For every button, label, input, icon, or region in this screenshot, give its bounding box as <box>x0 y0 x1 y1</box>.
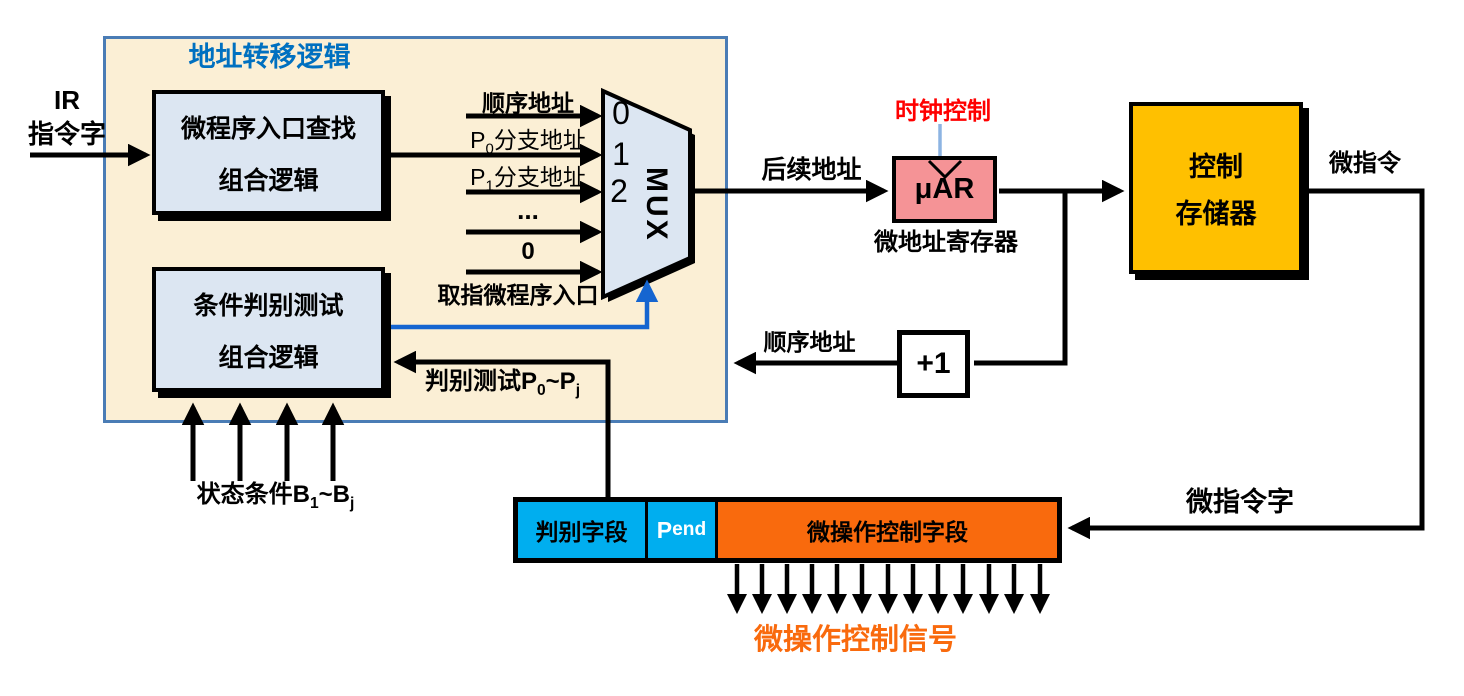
test-prefix: 判别测试P <box>424 368 537 395</box>
entry-lookup-box: 微程序入口查找 组合逻辑 <box>152 90 385 215</box>
mux-input-dots-label: ... <box>517 195 539 225</box>
condition-test-line1: 条件判别测试 <box>193 291 344 320</box>
clock-control-label: 时钟控制 <box>895 98 991 125</box>
status-condition-label: 状态条件B1~Bj <box>168 481 383 513</box>
p0-prefix: P <box>470 127 486 153</box>
micro-instruction-label: 微指令 <box>1329 150 1401 177</box>
test-signals-label: 判别测试P0~Pj <box>405 368 600 400</box>
p1-prefix: P <box>470 164 486 190</box>
status-sub1: 1 <box>309 494 319 512</box>
pend-main: P <box>656 516 673 543</box>
test-field: 判别字段 <box>518 502 645 558</box>
test-mid: ~P <box>545 368 576 395</box>
mux-port-1: 1 <box>612 136 630 172</box>
container-title: 地址转移逻辑 <box>188 42 351 72</box>
control-signals-label: 微操作控制信号 <box>753 624 957 656</box>
p1-sub: 1 <box>485 177 494 195</box>
status-mid: ~B <box>318 481 351 508</box>
uar-register: μAR <box>892 156 997 223</box>
clock-notch-icon <box>927 159 962 180</box>
entry-lookup-line2: 组合逻辑 <box>218 166 319 195</box>
mux-fetch-entry-label: 取指微程序入口 <box>437 282 599 308</box>
mux-input-p0-label: P0分支地址 <box>450 127 606 158</box>
mux-label: MUX <box>640 167 673 243</box>
control-signal-arrows <box>726 564 1051 615</box>
p1-rest: 分支地址 <box>493 164 586 190</box>
sequential-address-label: 顺序地址 <box>763 329 856 355</box>
ir-line2: 指令字 <box>27 118 106 149</box>
uar-caption: 微地址寄存器 <box>874 229 1018 256</box>
status-prefix: 状态条件B <box>196 481 310 508</box>
ir-input-label: IR 指令字 <box>12 84 122 152</box>
mux-port-0: 0 <box>612 95 630 131</box>
mux-input-seq-label: 顺序地址 <box>482 90 574 116</box>
plus-one-box: +1 <box>897 330 970 398</box>
status-sub2: j <box>350 494 355 512</box>
micro-op-control-field: 微操作控制字段 <box>715 502 1057 558</box>
plus-one-label: +1 <box>916 347 951 380</box>
p0-sub: 0 <box>485 140 494 158</box>
control-memory-box: 控制 存储器 <box>1129 102 1303 274</box>
condition-test-line2: 组合逻辑 <box>218 343 319 372</box>
mux-input-p1-label: P1分支地址 <box>450 164 606 195</box>
mux-port-2: 2 <box>610 173 628 209</box>
condition-test-box: 条件判别测试 组合逻辑 <box>152 267 385 392</box>
mux-input-zero-label: 0 <box>521 238 535 265</box>
ir-line1: IR <box>54 85 80 115</box>
control-memory-line2: 存储器 <box>1175 199 1257 229</box>
pend-sub: end <box>672 519 707 540</box>
control-memory-line1: 控制 <box>1189 152 1243 182</box>
p0-rest: 分支地址 <box>493 127 586 153</box>
next-address-label: 后续地址 <box>761 156 862 184</box>
micro-instruction-word-label: 微指令字 <box>1186 487 1294 517</box>
test-sub2: j <box>575 381 581 399</box>
test-sub1: 0 <box>536 381 546 399</box>
entry-lookup-line1: 微程序入口查找 <box>180 114 356 143</box>
